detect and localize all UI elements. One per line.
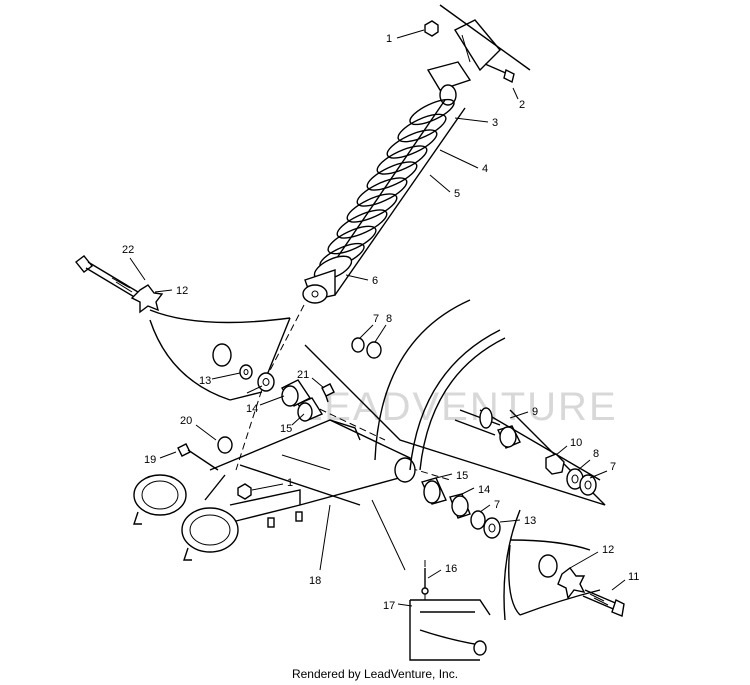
callout-7-right: 7 bbox=[610, 461, 616, 473]
callout-22: 22 bbox=[122, 244, 134, 256]
axle-9 bbox=[454, 407, 521, 449]
arm-tabs bbox=[267, 511, 303, 528]
swing-arm-18 bbox=[199, 419, 416, 531]
bolt-22 bbox=[75, 255, 139, 299]
callout-14-left: 14 bbox=[246, 403, 258, 415]
callout-10: 10 bbox=[570, 437, 582, 449]
callout-1-top: 1 bbox=[386, 33, 392, 45]
callout-labels: 1 2 3 4 5 6 7 8 7 8 12 13 22 21 14 15 9 … bbox=[122, 33, 639, 612]
callout-8-right: 8 bbox=[593, 448, 599, 460]
nut-10 bbox=[545, 453, 565, 475]
callout-19: 19 bbox=[144, 454, 156, 466]
callout-14-right: 14 bbox=[478, 484, 490, 496]
bolt-16 bbox=[421, 568, 429, 595]
callout-7-top: 7 bbox=[373, 313, 379, 325]
callout-8-top: 8 bbox=[386, 313, 392, 325]
right-bracket-plate bbox=[508, 539, 601, 616]
leader-lines bbox=[129, 29, 626, 607]
bolt-11 bbox=[582, 589, 625, 617]
washer-7-right bbox=[579, 474, 597, 496]
nut-1-top bbox=[424, 20, 439, 37]
washer-13-left bbox=[239, 364, 253, 380]
washer-7-left bbox=[257, 372, 275, 392]
shock-absorber bbox=[302, 61, 472, 304]
callout-7-lower: 7 bbox=[494, 499, 500, 511]
callout-18: 18 bbox=[309, 575, 321, 587]
spacer-20 bbox=[217, 436, 233, 454]
callout-4: 4 bbox=[482, 163, 488, 175]
callout-16: 16 bbox=[445, 563, 457, 575]
coil-spring bbox=[319, 98, 455, 270]
bushing-14-right bbox=[449, 493, 471, 519]
callout-17: 17 bbox=[383, 600, 395, 612]
bushing-15-right bbox=[421, 477, 447, 505]
callout-5: 5 bbox=[454, 188, 460, 200]
wheel-arc bbox=[374, 299, 521, 621]
left-bracket-plate bbox=[149, 309, 291, 401]
callout-20: 20 bbox=[180, 415, 192, 427]
callout-15-left: 15 bbox=[280, 423, 292, 435]
callout-12-right: 12 bbox=[602, 544, 614, 556]
callout-15-right: 15 bbox=[456, 470, 468, 482]
credit-text: Rendered by LeadVenture, Inc. bbox=[291, 667, 459, 681]
callout-11: 11 bbox=[628, 571, 639, 583]
left-clamp bbox=[133, 474, 187, 525]
callout-13-right: 13 bbox=[524, 515, 536, 527]
star-nut-12-left bbox=[130, 284, 164, 314]
grease-fitting-21 bbox=[321, 383, 335, 403]
nut-1-arm bbox=[237, 483, 252, 500]
bolt-19 bbox=[177, 443, 219, 471]
callout-21: 21 bbox=[297, 369, 309, 381]
bushing-14-left bbox=[280, 379, 312, 407]
callout-9: 9 bbox=[532, 406, 538, 418]
callout-13-left: 13 bbox=[199, 375, 211, 387]
star-nut-12-right bbox=[557, 567, 586, 600]
washer-13-right bbox=[483, 517, 501, 539]
watermark-text: LEADVENTURE bbox=[300, 385, 618, 429]
callout-2: 2 bbox=[519, 99, 525, 111]
right-clamp bbox=[181, 507, 239, 561]
lower-bracket-17 bbox=[409, 599, 491, 661]
frame-bracket bbox=[439, 4, 531, 72]
washer-7-lower bbox=[470, 510, 486, 530]
callout-1-arm: 1 bbox=[287, 477, 293, 489]
callout-12-left: 12 bbox=[176, 285, 188, 297]
callout-6: 6 bbox=[372, 275, 378, 287]
bolt-2 bbox=[484, 63, 515, 84]
washer-7-8-top bbox=[351, 337, 382, 359]
callout-3: 3 bbox=[492, 117, 498, 129]
